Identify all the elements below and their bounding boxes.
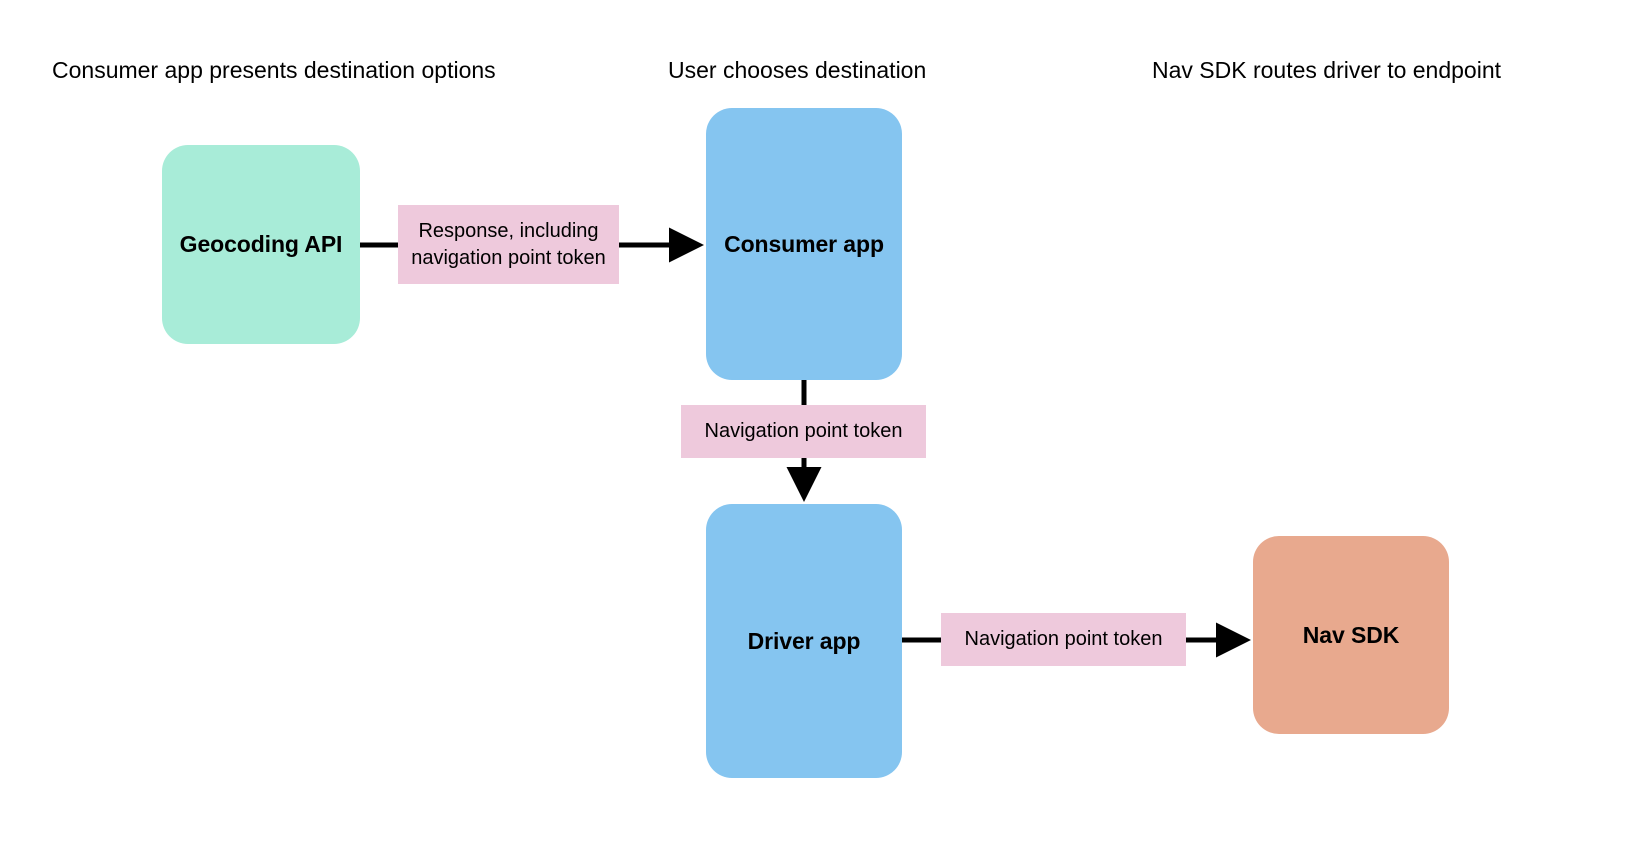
edge-label-driver-to-navsdk: Navigation point token xyxy=(941,613,1186,666)
node-nav-sdk-label: Nav SDK xyxy=(1302,621,1400,648)
node-driver-app-label: Driver app xyxy=(747,627,861,654)
node-geocoding-api-label: Geocoding API xyxy=(179,231,343,258)
edge-label-consumer-to-driver-text: Navigation point token xyxy=(704,420,903,443)
node-driver-app[interactable]: Driver app xyxy=(706,504,902,778)
edge-label-geocoding-to-consumer: Response, including navigation point tok… xyxy=(398,205,619,284)
node-nav-sdk[interactable]: Nav SDK xyxy=(1253,536,1449,734)
node-consumer-app-label: Consumer app xyxy=(724,230,884,257)
edge-label-consumer-to-driver: Navigation point token xyxy=(681,405,926,458)
column-header-nav-routes: Nav SDK routes driver to endpoint xyxy=(1152,57,1502,83)
node-consumer-app[interactable]: Consumer app xyxy=(706,108,902,380)
edge-label-geocoding-to-consumer-text: Response, including navigation point tok… xyxy=(411,220,606,269)
column-header-consumer-options: Consumer app presents destination option… xyxy=(52,57,496,83)
column-header-user-chooses: User chooses destination xyxy=(668,57,927,83)
edge-label-driver-to-navsdk-text: Navigation point token xyxy=(964,628,1163,651)
node-geocoding-api[interactable]: Geocoding API xyxy=(162,145,360,344)
